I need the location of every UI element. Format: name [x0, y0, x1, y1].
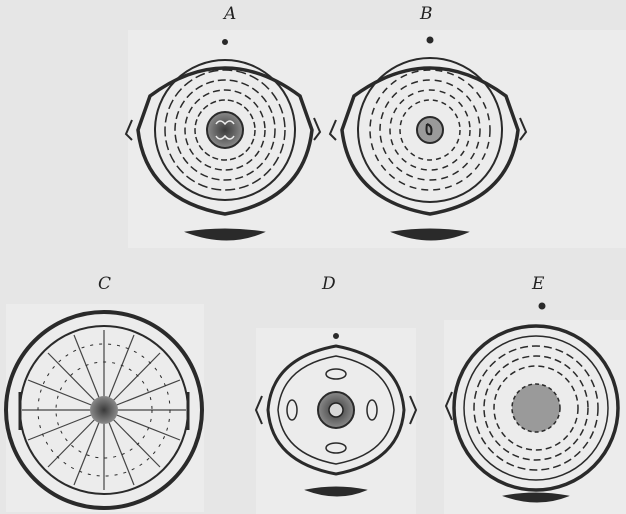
diagram-d-dot — [334, 334, 339, 339]
diagram-e-dot — [539, 303, 545, 309]
diagram-a-pistil — [207, 112, 243, 148]
diagram-c — [6, 312, 202, 508]
diagram-a-dot — [223, 40, 228, 45]
diagram-b-pistil — [417, 117, 443, 143]
diagram-c-center — [90, 396, 118, 424]
diagram-d-ovary — [329, 403, 343, 417]
diagram-e-center — [512, 384, 560, 432]
diagram-b-dot — [427, 37, 433, 43]
